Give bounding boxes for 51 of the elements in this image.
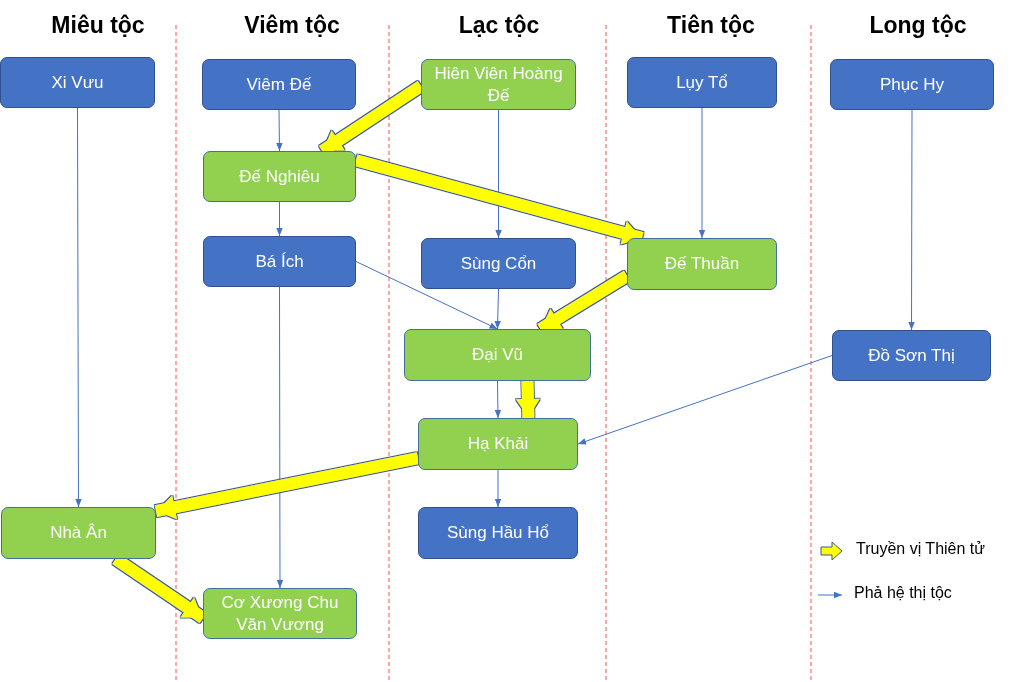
person-box [202, 59, 356, 110]
node-label: Nhà Ân [50, 522, 107, 544]
node-label: Đế Thuần [664, 253, 740, 275]
arrow [698, 107, 706, 239]
person-box [830, 59, 994, 110]
arrow [495, 109, 502, 239]
node-label: Hiên Viên Hoàng Đế [433, 63, 564, 106]
arrow [908, 109, 915, 331]
node-label: Lụy Tổ [676, 71, 728, 94]
arrow [276, 109, 283, 152]
legend-label: Truyền vị Thiên tử [856, 540, 985, 558]
node-label: Đế Nghiêu [239, 165, 320, 188]
node-label: Đồ Sơn Thị [868, 344, 955, 367]
arrow [75, 107, 82, 508]
arrow [276, 286, 284, 589]
person-box [0, 57, 155, 108]
arrow [577, 355, 833, 445]
node-label: Phục Hy [879, 73, 945, 96]
node-label: Cơ Xương Chu Văn Vương [220, 592, 340, 635]
arrow [276, 201, 283, 237]
person-box [418, 507, 578, 559]
node-label: Sùng Hầu Hổ [446, 522, 550, 544]
column-heading: Miêu tộc [51, 12, 145, 39]
node-label: Sùng Cổn [460, 252, 537, 275]
node-label: Xi Vưu [51, 71, 104, 94]
arrow [494, 469, 502, 508]
person-box [421, 59, 576, 110]
arrow [355, 261, 498, 330]
person-box [203, 151, 356, 202]
person-box [203, 588, 357, 639]
person-box [421, 238, 576, 289]
column-heading: Long tộc [869, 12, 967, 39]
person-box [404, 329, 591, 381]
person-box [203, 236, 356, 287]
column-heading: Lạc tộc [458, 12, 540, 39]
block-arrow [154, 452, 420, 520]
node-label: Bá Ích [255, 250, 304, 273]
node-label: Đại Vũ [472, 344, 523, 366]
person-box [1, 507, 156, 559]
column-heading: Viêm tộc [244, 12, 340, 39]
block-arrow [354, 154, 644, 245]
arrow [494, 380, 502, 419]
person-box [832, 330, 991, 381]
legend-label: Phả hệ thị tộc [854, 584, 952, 602]
node-label: Hạ Khải [467, 433, 529, 455]
node-label: Viêm Đế [246, 73, 312, 96]
block-arrow [515, 380, 540, 419]
person-box [627, 57, 777, 108]
person-box [627, 238, 777, 290]
arrow [494, 288, 501, 330]
person-box [418, 418, 578, 470]
